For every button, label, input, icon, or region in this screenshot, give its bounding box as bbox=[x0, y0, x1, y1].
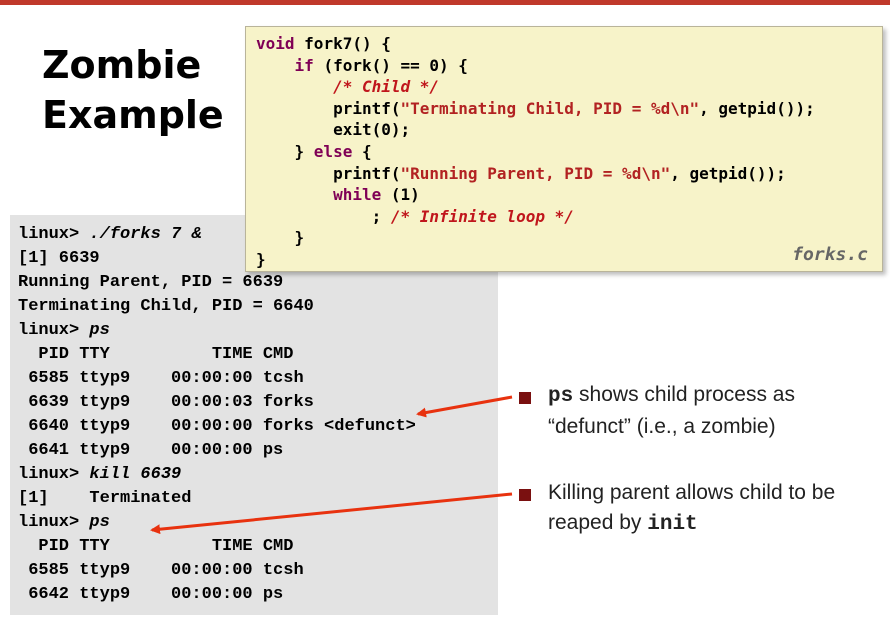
arrow-to-defunct bbox=[416, 395, 513, 418]
terminal-line: PID TTY TIME CMD bbox=[18, 537, 294, 556]
terminal-line: linux> kill 6639 bbox=[18, 463, 181, 487]
terminal-line: linux> ps bbox=[18, 319, 110, 343]
title-line-2: Example bbox=[42, 93, 224, 137]
code-line: while (1) bbox=[256, 185, 420, 205]
code-line: } bbox=[256, 250, 266, 269]
terminal-prompt: linux> bbox=[18, 225, 90, 244]
top-accent-bar bbox=[0, 0, 890, 5]
code-line: } else { bbox=[256, 142, 372, 161]
code-line: } bbox=[256, 228, 305, 248]
terminal-line: linux> ./forks 7 & bbox=[18, 223, 202, 247]
bullet-1-mono: ps bbox=[548, 385, 574, 408]
terminal-line: 6639 ttyp9 00:00:03 forks bbox=[18, 393, 314, 412]
terminal-line: 6585 ttyp9 00:00:00 tcsh bbox=[18, 561, 304, 580]
terminal-command: ps bbox=[89, 513, 110, 532]
terminal-prompt: linux> bbox=[18, 465, 90, 484]
terminal-line: Terminating Child, PID = 6640 bbox=[18, 297, 314, 316]
terminal-prompt: linux> bbox=[18, 513, 90, 532]
terminal-line: 6642 ttyp9 00:00:00 ps bbox=[18, 585, 284, 604]
terminal-line: 6641 ttyp9 00:00:00 ps bbox=[18, 441, 284, 460]
code-listing: forks.c void fork7() { if (fork() == 0) … bbox=[245, 26, 883, 272]
code-line: void fork7() { bbox=[256, 34, 391, 53]
title-line-1: Zombie bbox=[42, 43, 202, 87]
bullet-2-pre: reaped by bbox=[548, 511, 648, 534]
arrow-to-ps bbox=[150, 492, 513, 535]
bullet-text-2: Killing parent allows child to be reaped… bbox=[548, 478, 878, 540]
code-line: exit(0); bbox=[256, 120, 411, 140]
code-line: printf("Running Parent, PID = %d\n", get… bbox=[256, 163, 786, 183]
bullet-1-line2: “defunct” (i.e., a zombie) bbox=[548, 415, 776, 438]
code-line: if (fork() == 0) { bbox=[256, 55, 468, 75]
code-line: printf("Terminating Child, PID = %d\n", … bbox=[256, 98, 815, 118]
code-line: /* Child */ bbox=[256, 77, 440, 97]
terminal-prompt: linux> bbox=[18, 321, 90, 340]
terminal-line: [1] 6639 bbox=[18, 249, 100, 268]
terminal-line: linux> ps bbox=[18, 511, 110, 535]
bullet-marker-2 bbox=[519, 489, 531, 501]
bullet-2-line1: Killing parent allows child to be bbox=[548, 481, 836, 504]
bullet-marker-1 bbox=[519, 392, 531, 404]
terminal-line: [1] Terminated bbox=[18, 489, 192, 508]
slide-title: Zombie Example bbox=[42, 40, 224, 140]
terminal-command: ./forks 7 & bbox=[89, 225, 202, 244]
terminal-line: 6585 ttyp9 00:00:00 tcsh bbox=[18, 369, 304, 388]
terminal-line: Running Parent, PID = 6639 bbox=[18, 273, 284, 292]
terminal-command: ps bbox=[89, 321, 110, 340]
code-line: ; /* Infinite loop */ bbox=[256, 206, 574, 226]
terminal-line: 6640 ttyp9 00:00:00 forks <defunct> bbox=[18, 417, 416, 436]
bullet-text-1: ps shows child process as “defunct” (i.e… bbox=[548, 380, 878, 442]
code-filename: forks.c bbox=[792, 244, 868, 265]
bullet-1-rest: shows child process as bbox=[573, 383, 795, 406]
terminal-line: PID TTY TIME CMD bbox=[18, 345, 294, 364]
terminal-command: kill 6639 bbox=[89, 465, 182, 484]
bullet-2-mono: init bbox=[647, 513, 698, 536]
